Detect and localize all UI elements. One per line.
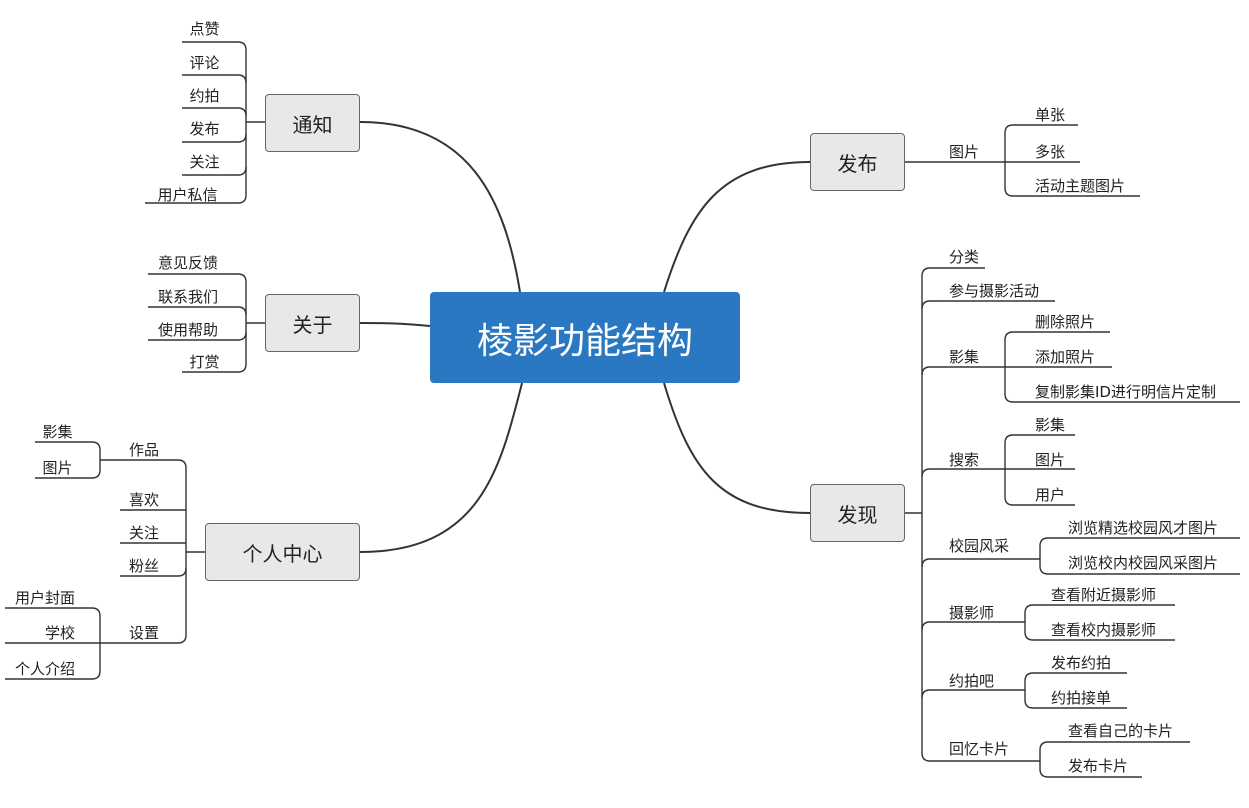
discover-category[interactable]: 分类 — [949, 248, 980, 266]
picture-item-single[interactable]: 单张 — [1035, 106, 1066, 124]
discover-memory-card[interactable]: 回忆卡片 — [949, 740, 1010, 758]
about-item-help[interactable]: 使用帮助 — [157, 321, 218, 339]
topic-publish[interactable]: 发布 — [810, 133, 905, 191]
bracket-personal — [120, 459, 187, 644]
notify-item-publish[interactable]: 发布 — [189, 120, 220, 138]
notify-item-appointment[interactable]: 约拍 — [189, 87, 220, 105]
notify-item-follow[interactable]: 关注 — [189, 153, 220, 171]
discover-join-activity[interactable]: 参与摄影活动 — [949, 282, 1040, 300]
album-item-add[interactable]: 添加照片 — [1035, 348, 1096, 366]
root-topic[interactable]: 棱影功能结构 — [430, 292, 740, 383]
discover-album[interactable]: 影集 — [949, 348, 980, 366]
about-item-feedback[interactable]: 意见反馈 — [157, 254, 218, 272]
works-item-picture[interactable]: 图片 — [42, 459, 73, 477]
notify-item-private-message[interactable]: 用户私信 — [157, 186, 218, 204]
edge-root-personal — [359, 382, 523, 553]
about-item-contact[interactable]: 联系我们 — [157, 288, 218, 306]
edge-root-publish — [663, 161, 811, 293]
campus-item-local[interactable]: 浏览校内校园风采图片 — [1068, 554, 1219, 572]
bracket-picture — [1004, 124, 1078, 162]
memory-item-publish[interactable]: 发布卡片 — [1068, 757, 1129, 775]
memory-item-view[interactable]: 查看自己的卡片 — [1068, 722, 1174, 740]
picture-item-activity[interactable]: 活动主题图片 — [1035, 177, 1126, 195]
edge-root-discover — [663, 382, 811, 514]
album-item-delete[interactable]: 删除照片 — [1035, 313, 1096, 331]
settings-item-school[interactable]: 学校 — [44, 624, 75, 642]
edge-root-notify — [359, 121, 521, 293]
photographer-item-campus[interactable]: 查看校内摄影师 — [1051, 621, 1157, 639]
discover-photographer[interactable]: 摄影师 — [949, 604, 995, 622]
notify-item-comment[interactable]: 评论 — [189, 54, 220, 72]
settings-item-intro[interactable]: 个人介绍 — [14, 660, 75, 678]
album-item-copy-id[interactable]: 复制影集ID进行明信片定制 — [1035, 383, 1216, 401]
personal-likes[interactable]: 喜欢 — [128, 491, 159, 509]
topic-notify[interactable]: 通知 — [265, 94, 360, 152]
personal-settings[interactable]: 设置 — [128, 624, 159, 642]
appointment-item-publish[interactable]: 发布约拍 — [1051, 654, 1112, 672]
works-item-album[interactable]: 影集 — [42, 423, 73, 441]
personal-follow[interactable]: 关注 — [128, 524, 159, 542]
settings-item-cover[interactable]: 用户封面 — [14, 589, 75, 607]
publish-picture[interactable]: 图片 — [949, 143, 980, 161]
appointment-item-accept[interactable]: 约拍接单 — [1051, 689, 1112, 707]
search-item-picture[interactable]: 图片 — [1035, 451, 1066, 469]
picture-item-multi[interactable]: 多张 — [1035, 143, 1066, 161]
topic-about[interactable]: 关于 — [265, 294, 360, 352]
discover-campus[interactable]: 校园风采 — [949, 537, 1010, 555]
search-item-album[interactable]: 影集 — [1035, 416, 1066, 434]
photographer-item-nearby[interactable]: 查看附近摄影师 — [1051, 586, 1157, 604]
search-item-user[interactable]: 用户 — [1035, 486, 1066, 504]
discover-search[interactable]: 搜索 — [949, 451, 980, 469]
personal-fans[interactable]: 粉丝 — [128, 557, 159, 575]
bracket-discover — [921, 267, 1040, 762]
discover-appointment[interactable]: 约拍吧 — [949, 672, 995, 690]
about-item-reward[interactable]: 打赏 — [189, 353, 220, 371]
edge-root-about — [359, 322, 431, 327]
personal-works[interactable]: 作品 — [128, 441, 159, 459]
campus-item-featured[interactable]: 浏览精选校园风才图片 — [1068, 519, 1219, 537]
topic-discover[interactable]: 发现 — [810, 484, 905, 542]
topic-personal[interactable]: 个人中心 — [205, 523, 360, 581]
notify-item-like[interactable]: 点赞 — [189, 20, 220, 38]
